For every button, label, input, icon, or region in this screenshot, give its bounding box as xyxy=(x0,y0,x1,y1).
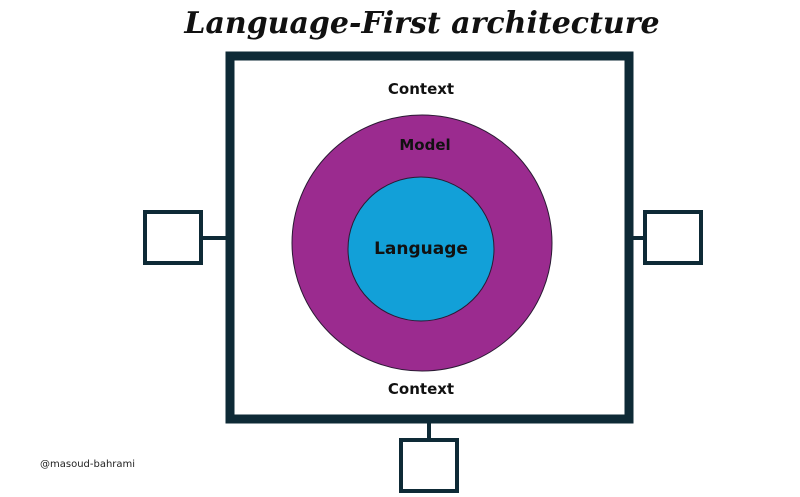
bottom-port-box xyxy=(399,438,459,493)
attribution-text: @masoud-bahrami xyxy=(40,459,136,470)
context-frame xyxy=(225,51,634,424)
right-port-box xyxy=(643,210,703,265)
model-label: Model xyxy=(399,136,450,154)
left-port-box xyxy=(143,210,203,265)
language-label: Language xyxy=(374,239,468,259)
context-top-label: Context xyxy=(388,80,454,98)
diagram-title: Language-First architecture xyxy=(183,6,659,41)
context-bottom-label: Context xyxy=(388,380,454,398)
language-core xyxy=(347,176,495,322)
